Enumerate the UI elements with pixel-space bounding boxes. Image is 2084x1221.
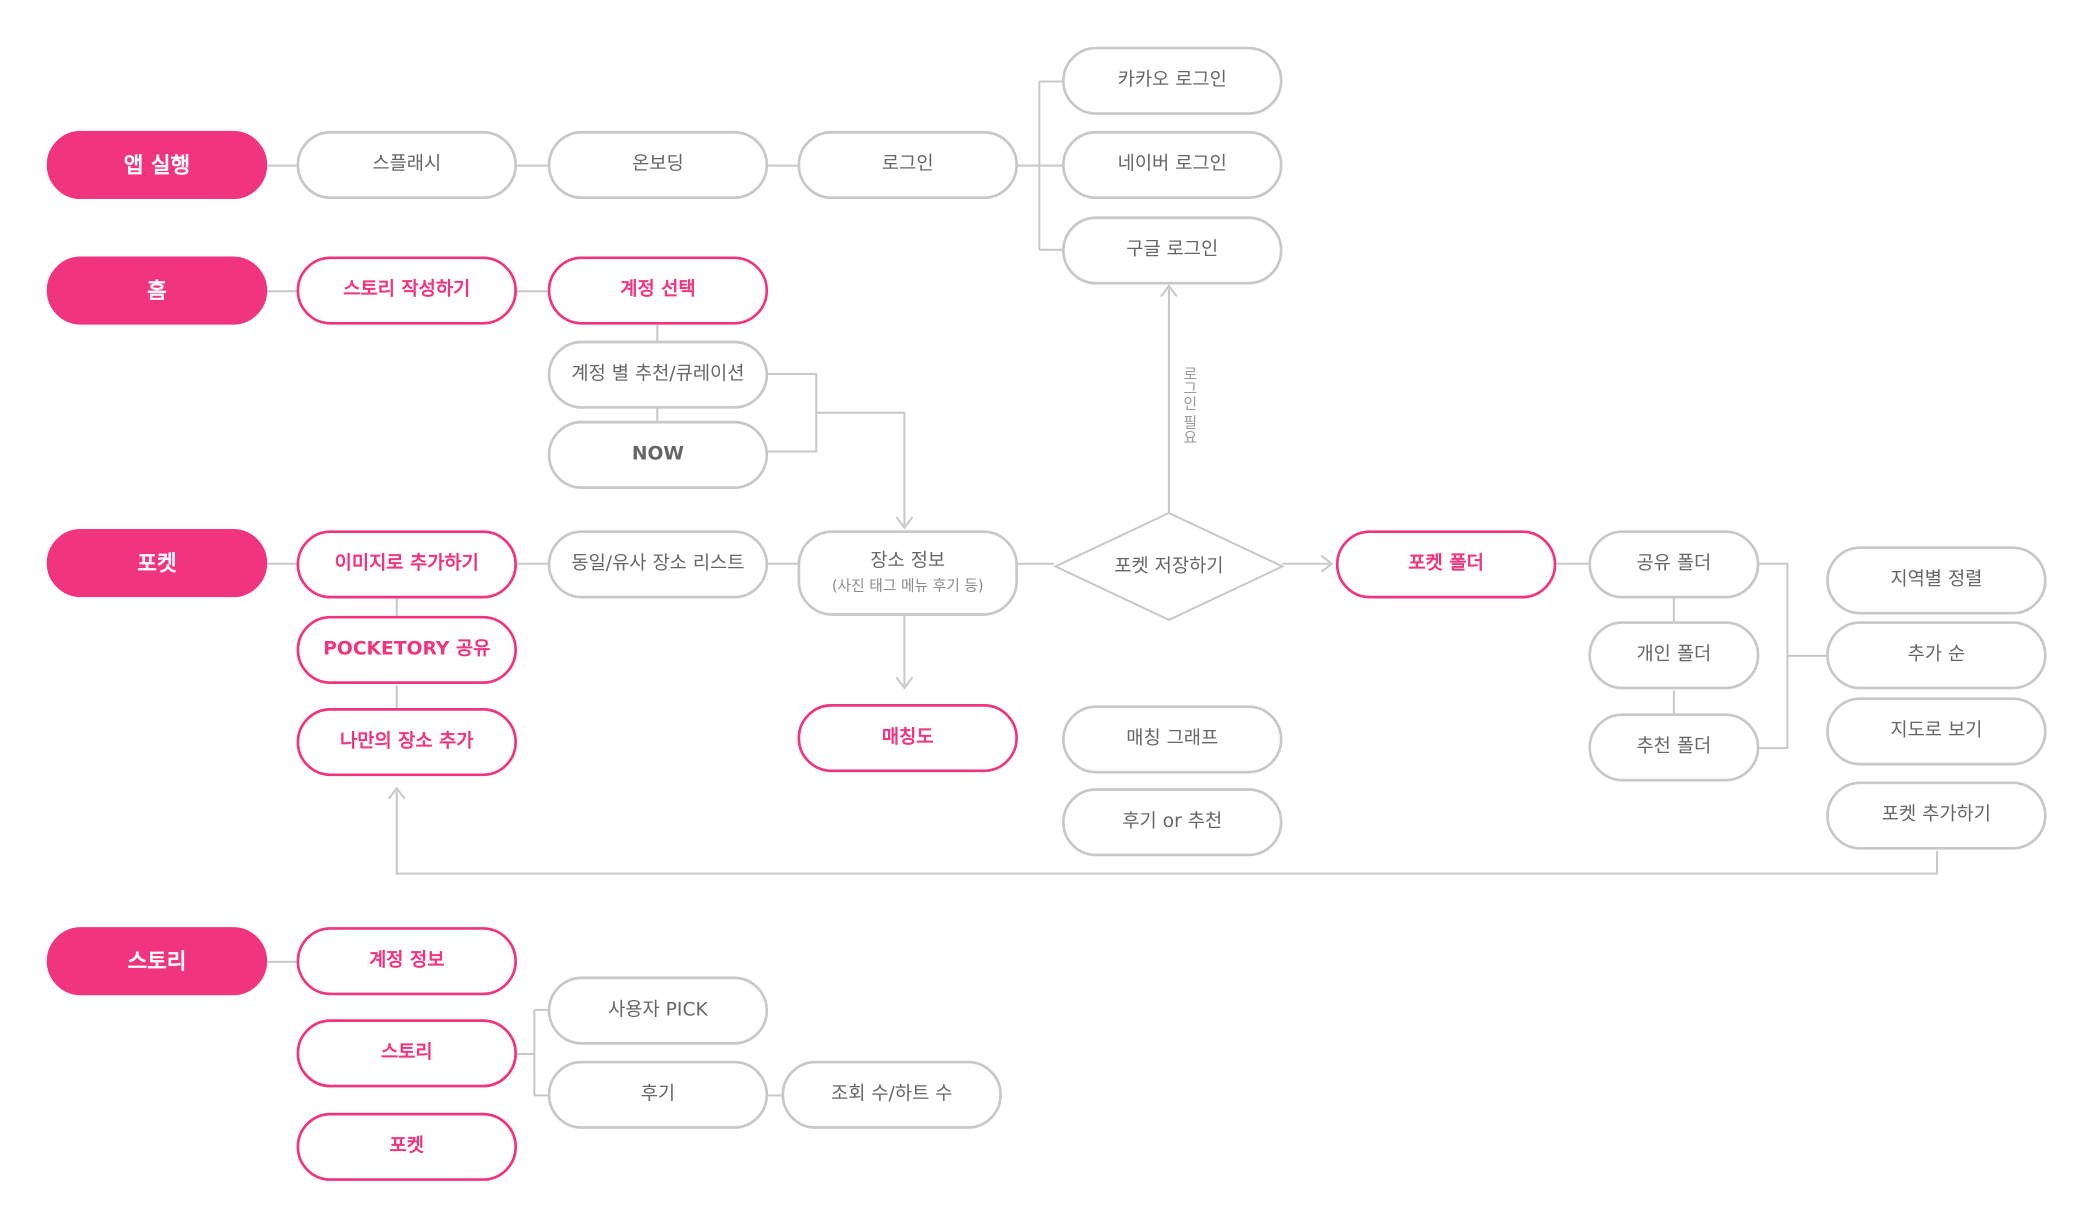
now-node[interactable]: NOW <box>547 420 769 489</box>
write-story-node[interactable]: 스토리 작성하기 <box>296 256 517 325</box>
google-login-node[interactable]: 구글 로그인 <box>1062 216 1283 285</box>
add-my-place-node[interactable]: 나만의 장소 추가 <box>296 708 517 777</box>
onboarding-node[interactable]: 온보딩 <box>547 130 769 200</box>
arrowhead <box>895 676 914 690</box>
connector <box>816 411 906 526</box>
naver-login-node[interactable]: 네이버 로그인 <box>1062 130 1283 200</box>
pocket-folder-node[interactable]: 포켓 폴더 <box>1335 530 1557 599</box>
story-node[interactable]: 스토리 <box>296 1019 517 1088</box>
add-pocket-node[interactable]: 포켓 추가하기 <box>1826 781 2047 850</box>
arrowhead <box>1160 284 1178 298</box>
account-curation-node[interactable]: 계정 별 추천/큐레이션 <box>547 340 769 409</box>
connector <box>768 373 818 453</box>
connector <box>395 790 1939 875</box>
connector <box>1759 562 1789 750</box>
login-node[interactable]: 로그인 <box>797 130 1018 200</box>
arrowhead <box>895 516 914 530</box>
sort-by-added-node[interactable]: 추가 순 <box>1826 621 2047 690</box>
arrowhead <box>387 786 406 800</box>
kakao-login-node[interactable]: 카카오 로그인 <box>1062 46 1283 115</box>
view-on-map-node[interactable]: 지도로 보기 <box>1826 697 2047 766</box>
add-by-image-node[interactable]: 이미지로 추가하기 <box>296 530 517 599</box>
share-pocketory-node[interactable]: POCKETORY 공유 <box>296 615 517 684</box>
matching-node[interactable]: 매칭도 <box>797 704 1018 773</box>
recommended-folder-node[interactable]: 추천 폴더 <box>1588 713 1760 782</box>
user-pick-node[interactable]: 사용자 PICK <box>547 976 769 1045</box>
arrowhead <box>1320 554 1334 573</box>
shared-folder-node[interactable]: 공유 폴더 <box>1588 530 1760 599</box>
category-home[interactable]: 홈 <box>46 256 268 325</box>
place-info-detail: (사진 태그 메뉴 후기 등) <box>831 576 984 595</box>
category-pocket[interactable]: 포켓 <box>46 529 268 598</box>
place-info-title: 장소 정보 <box>870 550 946 573</box>
place-info-node[interactable]: 장소 정보 (사진 태그 메뉴 후기 등) <box>797 530 1018 616</box>
review-node[interactable]: 후기 <box>547 1060 769 1129</box>
views-hearts-node[interactable]: 조회 수/하트 수 <box>781 1060 1002 1129</box>
account-info-node[interactable]: 계정 정보 <box>296 927 517 996</box>
personal-folder-node[interactable]: 개인 폴더 <box>1588 621 1760 690</box>
login-required-label: 로그인 필요 <box>1180 366 1199 445</box>
matching-graph-node[interactable]: 매칭 그래프 <box>1062 705 1283 774</box>
review-or-recommend-node[interactable]: 후기 or 추천 <box>1062 788 1283 857</box>
pocket-node[interactable]: 포켓 <box>296 1112 517 1181</box>
select-account-node[interactable]: 계정 선택 <box>547 256 769 325</box>
sort-by-region-node[interactable]: 지역별 정렬 <box>1826 546 2047 615</box>
splash-node[interactable]: 스플래시 <box>296 130 517 200</box>
save-pocket-label[interactable]: 포켓 저장하기 <box>1114 555 1224 578</box>
save-pocket-diamond <box>1053 511 1285 621</box>
similar-places-node[interactable]: 동일/유사 장소 리스트 <box>547 530 769 599</box>
category-story[interactable]: 스토리 <box>46 927 268 996</box>
category-app-launch[interactable]: 앱 실행 <box>46 130 268 200</box>
